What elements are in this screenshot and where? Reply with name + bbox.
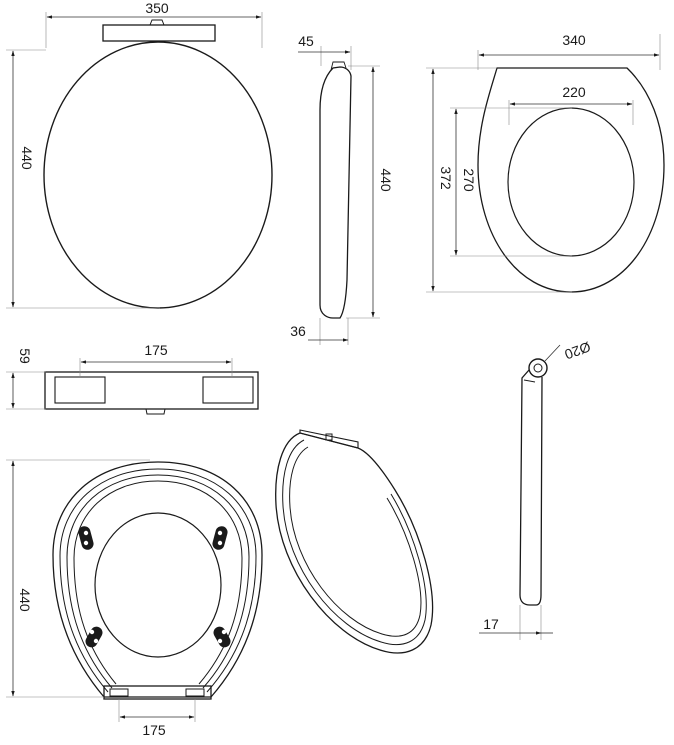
hinge-side-line — [523, 379, 536, 383]
hinge-side-outline — [519, 369, 543, 606]
bottom-hinge-width-label: 175 — [142, 722, 166, 738]
hinge-bar-view: 175 59 — [6, 342, 259, 415]
ring-inner-width-label: 220 — [562, 84, 586, 100]
underside-rim-1 — [59, 468, 257, 693]
hinge-side-view: Ø20 17 — [479, 339, 593, 640]
lid-top-view: 350 440 — [6, 0, 273, 309]
lid-width-label: 350 — [145, 0, 169, 16]
perspective-rim-2 — [289, 446, 422, 637]
perspective-hinge-knob — [325, 433, 333, 441]
bumper-top-right — [212, 526, 228, 550]
underside-outer — [52, 461, 263, 698]
perspective-rim-1 — [282, 439, 427, 646]
seat-ring-view: 340 220 270 372 — [426, 32, 665, 293]
ring-outer-height-label: 372 — [438, 166, 454, 190]
hinge-pin-circle — [528, 358, 548, 378]
ring-inner-opening — [507, 107, 635, 257]
hinge-side-thickness-label: 17 — [483, 616, 499, 632]
bumper-top-left — [78, 526, 94, 550]
underside-rim-3 — [73, 480, 243, 685]
ring-outer-width-label: 340 — [562, 32, 586, 48]
side-profile-hinge — [330, 61, 347, 71]
lid-hinge-block — [102, 24, 216, 42]
hinge-pin-hole — [533, 363, 543, 373]
lid-hinge-knob — [149, 19, 165, 26]
lid-outline — [43, 41, 273, 309]
underside-hinge-slot-left — [109, 688, 129, 697]
hinge-slot-left — [54, 376, 106, 404]
perspective-view — [275, 429, 434, 654]
lid-height-label: 440 — [19, 146, 35, 170]
ring-outer-outline — [477, 67, 665, 293]
side-height-label: 440 — [378, 168, 394, 192]
underside-hinge-bar — [103, 685, 212, 700]
ring-inner-height-label: 270 — [461, 168, 477, 192]
hinge-diameter-leader — [544, 344, 561, 362]
hinge-bar-outline — [44, 371, 259, 410]
bottom-height-label: 440 — [17, 588, 33, 612]
hinge-slot-right — [202, 376, 254, 404]
perspective-outer — [275, 432, 434, 654]
bumper-bottom-right — [213, 626, 231, 648]
side-top-thickness-label: 45 — [298, 33, 314, 49]
side-bottom-thickness-label: 36 — [290, 323, 306, 339]
side-profile-view: 45 440 36 — [290, 33, 394, 345]
hinge-height-label: 59 — [17, 348, 33, 364]
underside-opening — [94, 512, 222, 658]
underside-rim-2 — [66, 474, 250, 689]
underside-hinge-slot-right — [185, 688, 205, 697]
hinge-bar-knob — [145, 408, 166, 415]
hinge-width-label: 175 — [144, 342, 168, 358]
hinge-diameter-label: Ø20 — [562, 339, 593, 363]
perspective-hinge — [299, 429, 359, 449]
bumper-bottom-left — [85, 626, 103, 648]
side-profile-outline — [319, 66, 352, 319]
underside-view: 175 440 — [6, 459, 263, 738]
